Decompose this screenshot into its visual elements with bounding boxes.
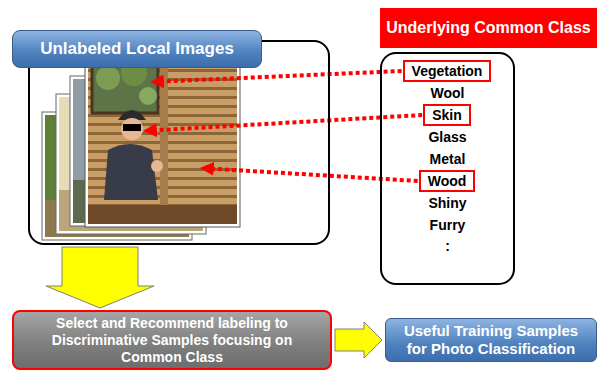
- highlight-class: Skin: [423, 104, 471, 126]
- class-name: Skin: [432, 106, 462, 124]
- person-body: [104, 144, 158, 200]
- eye-mask: [123, 124, 141, 131]
- process-text: Select and Recommend labeling to Discrim…: [47, 315, 297, 365]
- class-item: Shiny: [380, 195, 515, 211]
- highlight-class: Wood: [419, 170, 476, 192]
- person-face: [121, 118, 143, 140]
- process-box: Select and Recommend labeling to Discrim…: [12, 310, 332, 370]
- class-item: Furry: [380, 217, 515, 233]
- class-item: Glass: [380, 129, 515, 145]
- foliage: [96, 66, 120, 90]
- class-item: Wool: [380, 85, 515, 101]
- dotted-arrow: [161, 71, 402, 82]
- class-name: Wood: [428, 172, 467, 190]
- group-heading: Unlabeled Local Images: [12, 30, 262, 68]
- image-group: Unlabeled Local Images: [28, 40, 330, 245]
- foliage: [139, 87, 157, 105]
- window-vegetation: [92, 61, 158, 113]
- wood-floor: [88, 205, 237, 224]
- class-item: :: [380, 238, 515, 254]
- block-arrow: [46, 247, 154, 308]
- class-list: Underlying Common ClassWoolGlassMetalShi…: [380, 52, 515, 285]
- person-hand: [151, 160, 163, 172]
- result-box: Useful Training Samples for Photo Classi…: [385, 318, 597, 362]
- result-text: Useful Training Samples for Photo Classi…: [394, 322, 589, 358]
- class-name: Vegetation: [412, 62, 483, 80]
- class-item: Metal: [380, 151, 515, 167]
- class-heading: Underlying Common Class: [380, 8, 597, 48]
- block-arrow: [335, 322, 382, 358]
- dotted-arrow: [211, 169, 418, 181]
- highlight-class: Vegetation: [403, 60, 492, 82]
